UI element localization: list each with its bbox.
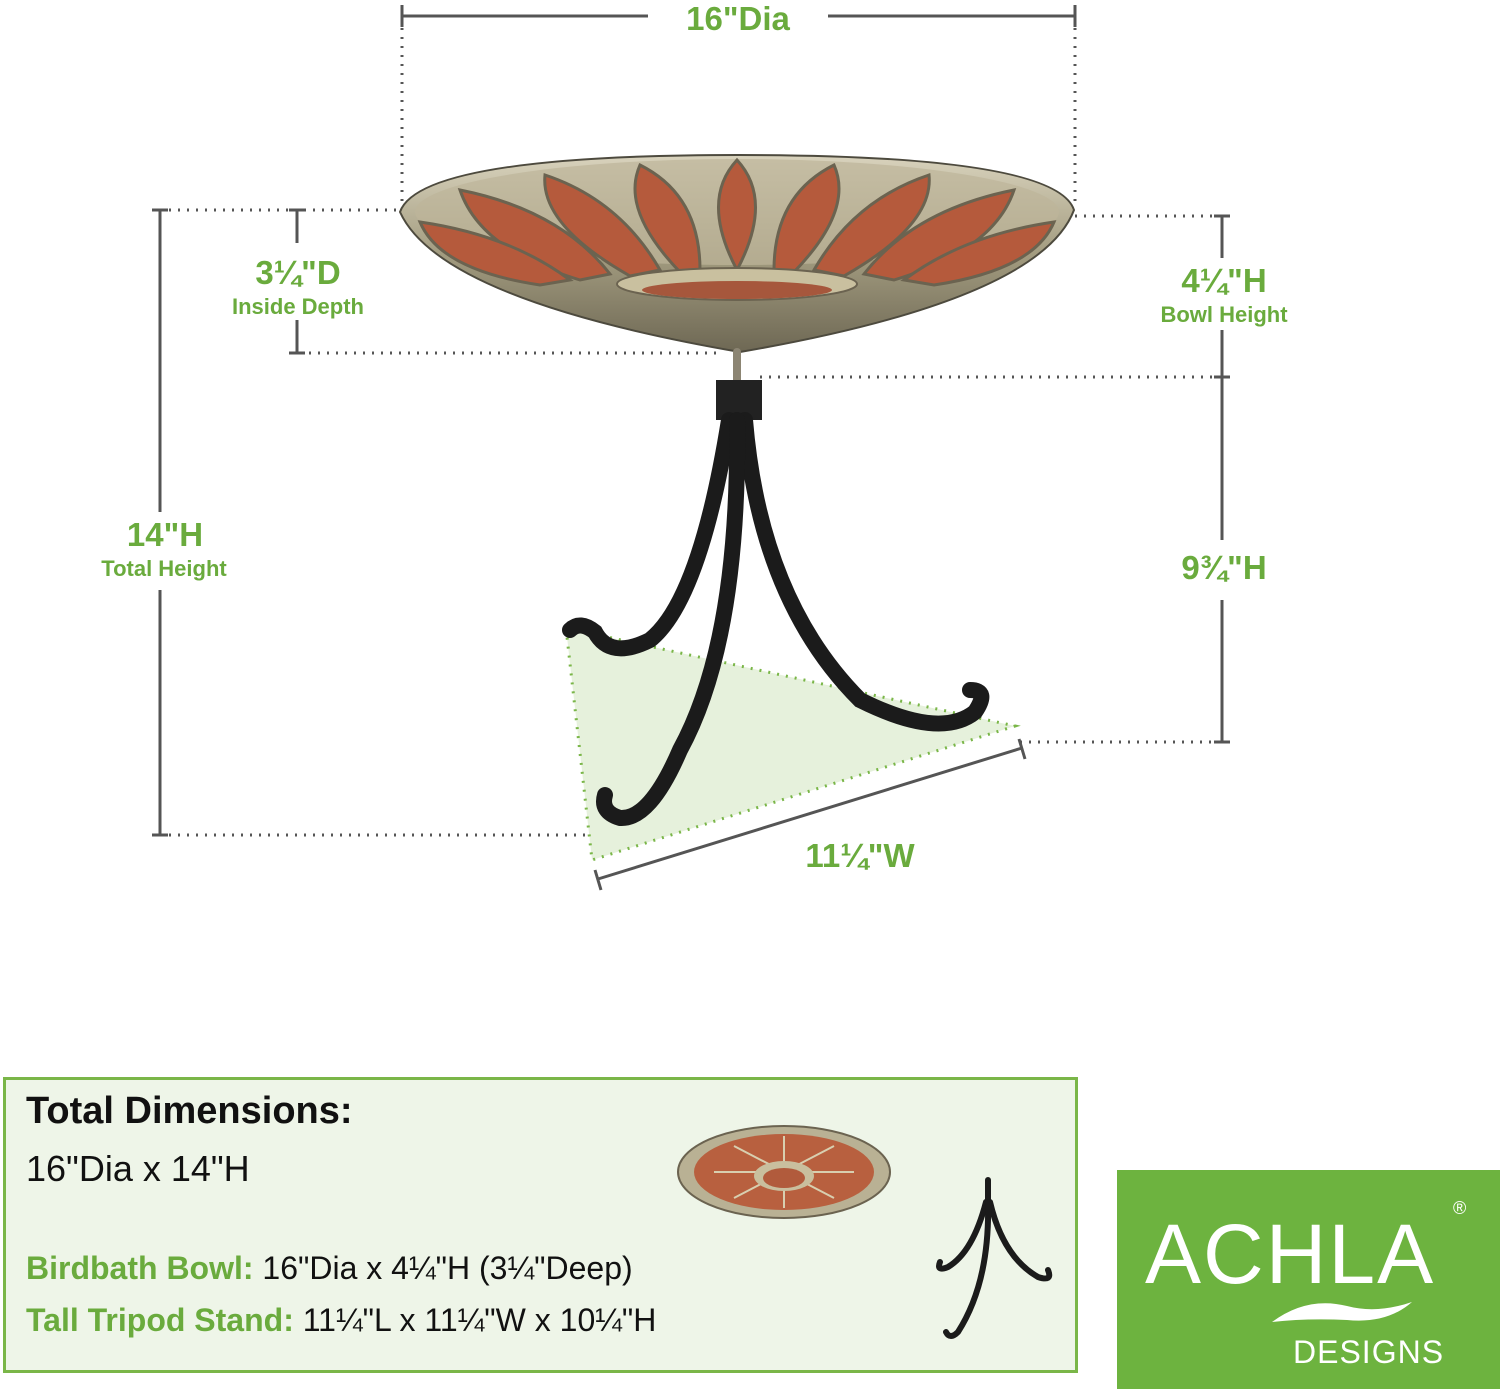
bowl-height-value: 4¼"H	[1181, 262, 1267, 299]
dimensions-summary-panel: Total Dimensions: 16"Dia x 14"H Birdbath…	[3, 1077, 1078, 1373]
total-height-guide	[152, 208, 168, 837]
bowl-height-label: Bowl Height	[1160, 302, 1288, 327]
inside-depth-guide	[289, 208, 305, 355]
bowl-spec: Birdbath Bowl: 16"Dia x 4¼"H (3¼"Deep)	[26, 1250, 633, 1287]
leaf-icon	[1272, 1302, 1412, 1322]
stand-width-guide	[593, 738, 1027, 891]
dotted-guides	[160, 28, 1222, 837]
bowl-thumbnail	[677, 1125, 891, 1219]
logo-wordmark: ACHLA	[1145, 1207, 1436, 1301]
bowl-spec-value: 16"Dia x 4¼"H (3¼"Deep)	[253, 1250, 633, 1286]
diameter-guide	[400, 5, 1077, 27]
stand-spec: Tall Tripod Stand: 11¼"L x 11¼"W x 10¼"H	[26, 1302, 656, 1339]
achla-logo: ACHLA ® DESIGNS	[1117, 1170, 1500, 1389]
summary-title: Total Dimensions:	[26, 1090, 353, 1132]
stand-height-value: 9¾"H	[1181, 549, 1267, 586]
summary-total: 16"Dia x 14"H	[26, 1148, 250, 1189]
bowl-spec-label: Birdbath Bowl:	[26, 1250, 254, 1286]
total-height-value: 14"H	[126, 516, 204, 553]
stand-footprint	[564, 626, 1021, 862]
stand-spec-label: Tall Tripod Stand:	[26, 1302, 294, 1338]
stand-thumbnail	[936, 1177, 1053, 1339]
stand-spec-value: 11¼"L x 11¼"W x 10¼"H	[293, 1302, 657, 1338]
stand-width-value: 11¼"W	[805, 837, 915, 874]
total-height-label: Total Height	[101, 556, 227, 581]
inside-depth-label: Inside Depth	[231, 294, 364, 319]
logo-registered-mark: ®	[1453, 1198, 1467, 1218]
logo-tagline: DESIGNS	[1293, 1334, 1445, 1370]
inside-depth-value: 3¼"D	[255, 254, 341, 291]
tripod-stand	[562, 348, 990, 826]
birdbath-bowl	[398, 153, 1076, 354]
bowl-height-guide	[1214, 214, 1230, 379]
stand-height-guide	[1214, 377, 1230, 744]
diameter-label: 16"Dia	[686, 0, 790, 37]
